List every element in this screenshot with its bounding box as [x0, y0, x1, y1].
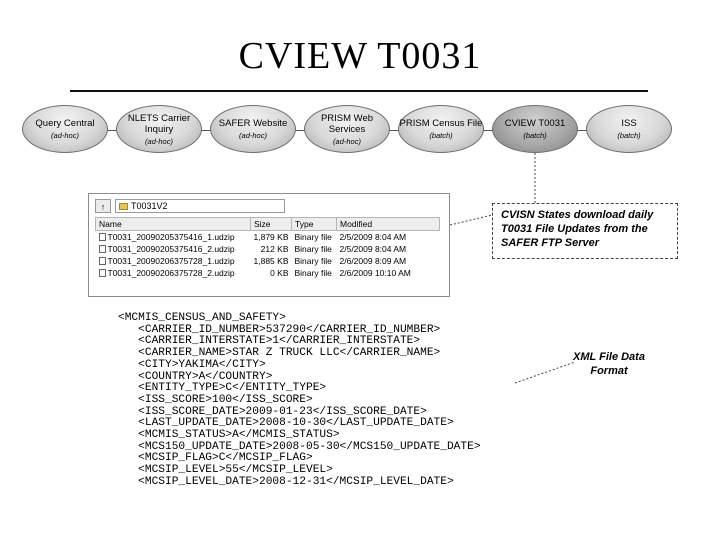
node-iss: ISS (batch) — [586, 105, 672, 153]
xml-note-connector — [514, 361, 576, 384]
node-prism-web-services: PRISM Web Services (ad-hoc) — [304, 105, 390, 153]
file-name: T0031_20090206375728_2.udzip — [107, 268, 235, 278]
file-icon — [98, 245, 106, 253]
node-safer-website: SAFER Website (ad-hoc) — [210, 105, 296, 153]
xml-format-note: XML File Data Format — [573, 351, 645, 377]
file-modified: 2/6/2009 8:09 AM — [339, 256, 407, 266]
node-mode: (ad-hoc) — [145, 136, 173, 146]
xml-line: <MCSIP_LEVEL>55</MCSIP_LEVEL> — [118, 464, 333, 477]
file-modified: 2/6/2009 10:10 AM — [339, 268, 411, 278]
column-header-size: Size — [250, 217, 292, 231]
file-type: Binary file — [294, 268, 332, 278]
xml-line: <CARRIER_INTERSTATE>1</CARRIER_INTERSTAT… — [118, 335, 421, 348]
node-mode: (batch) — [617, 131, 641, 140]
column-header-modified: Modified — [336, 217, 440, 231]
file-name: T0031_20090205375416_2.udzip — [107, 244, 235, 254]
node-prism-census-file: PRISM Census File (batch) — [398, 105, 484, 153]
column-header-name: Name — [95, 217, 251, 231]
folder-path-text: T0031V2 — [131, 201, 168, 211]
file-explorer-screenshot: ↑ T0031V2 Name Size Type Modified T0031_… — [88, 193, 450, 297]
column-header-type: Type — [291, 217, 337, 231]
node-mode: (ad-hoc) — [333, 136, 361, 146]
page-title: CVIEW T0031 — [238, 35, 482, 77]
file-size: 212 KB — [260, 244, 289, 254]
xml-line: <MCS150_UPDATE_DATE>2008-05-30</MCS150_U… — [118, 440, 481, 453]
file-list: Name Size Type Modified T0031_2009020537… — [95, 217, 440, 279]
file-type: Binary file — [294, 244, 332, 254]
node-nlets-carrier-inquiry: NLETS Carrier Inquiry (ad-hoc) — [116, 105, 202, 153]
file-row: T0031_20090206375728_2.udzip 0 KB Binary… — [96, 267, 440, 279]
node-label: ISS — [621, 118, 637, 129]
file-row: T0031_20090205375416_1.udzip 1,879 KB Bi… — [96, 231, 440, 244]
node-cview-t0031: CVIEW T0031 (batch) — [492, 105, 578, 153]
up-folder-icon: ↑ — [95, 199, 111, 213]
file-row: T0031_20090206375728_1.udzip 1,885 KB Bi… — [96, 255, 440, 267]
file-icon — [98, 257, 106, 265]
node-mode: (batch) — [429, 131, 453, 140]
file-modified: 2/5/2009 8:04 AM — [339, 232, 407, 242]
xml-line: <LAST_UPDATE_DATE>2008-10-30</LAST_UPDAT… — [118, 417, 454, 430]
folder-icon — [119, 202, 128, 210]
xml-line: <COUNTRY>A</COUNTRY> — [118, 370, 273, 383]
file-name: T0031_20090206375728_1.udzip — [107, 256, 235, 266]
xml-line: <CARRIER_ID_NUMBER>537290</CARRIER_ID_NU… — [118, 323, 441, 336]
node-label: SAFER Website — [218, 118, 288, 129]
file-type: Binary file — [294, 232, 332, 242]
xml-line: <ISS_SCORE>100</ISS_SCORE> — [118, 393, 313, 406]
file-name: T0031_20090205375416_1.udzip — [107, 232, 235, 242]
node-query-central: Query Central (ad-hoc) — [22, 105, 108, 153]
explorer-to-note-connector — [449, 214, 493, 226]
xml-line: <CITY>YAKIMA</CITY> — [118, 358, 266, 371]
node-label: Query Central — [35, 118, 95, 129]
node-label: PRISM Census File — [399, 118, 483, 129]
folder-path: T0031V2 — [115, 199, 285, 213]
file-icon — [98, 269, 106, 277]
address-bar: ↑ T0031V2 — [95, 198, 443, 214]
node-label: PRISM Web Services — [320, 112, 374, 135]
node-label: CVIEW T0031 — [504, 118, 566, 129]
xml-line: <MCMIS_CENSUS_AND_SAFETY> — [118, 312, 286, 324]
xml-sample: <MCMIS_CENSUS_AND_SAFETY> <CARRIER_ID_NU… — [118, 312, 481, 489]
title-rule — [70, 90, 648, 92]
node-mode: (ad-hoc) — [51, 131, 79, 140]
ftp-download-note: CVISN States download daily T0031 File U… — [492, 203, 678, 259]
node-mode: (batch) — [523, 131, 547, 140]
xml-line: <MCSIP_LEVEL_DATE>2008-12-31</MCSIP_LEVE… — [118, 475, 454, 488]
file-size: 0 KB — [270, 268, 289, 278]
file-icon — [98, 233, 106, 241]
node-mode: (ad-hoc) — [239, 131, 267, 140]
file-modified: 2/5/2009 8:04 AM — [339, 244, 407, 254]
xml-line: <ISS_SCORE_DATE>2009-01-23</ISS_SCORE_DA… — [118, 405, 427, 418]
xml-line: <ENTITY_TYPE>C</ENTITY_TYPE> — [118, 382, 327, 395]
file-row: T0031_20090205375416_2.udzip 212 KB Bina… — [96, 243, 440, 255]
file-size: 1,879 KB — [253, 232, 289, 242]
file-size: 1,885 KB — [253, 256, 289, 266]
xml-line: <MCMIS_STATUS>A</MCMIS_STATUS> — [118, 429, 340, 442]
xml-line: <CARRIER_NAME>STAR Z TRUCK LLC</CARRIER_… — [118, 347, 441, 360]
xml-line: <MCSIP_FLAG>C</MCSIP_FLAG> — [118, 452, 313, 465]
file-type: Binary file — [294, 256, 332, 266]
node-label: NLETS Carrier Inquiry — [127, 112, 191, 135]
